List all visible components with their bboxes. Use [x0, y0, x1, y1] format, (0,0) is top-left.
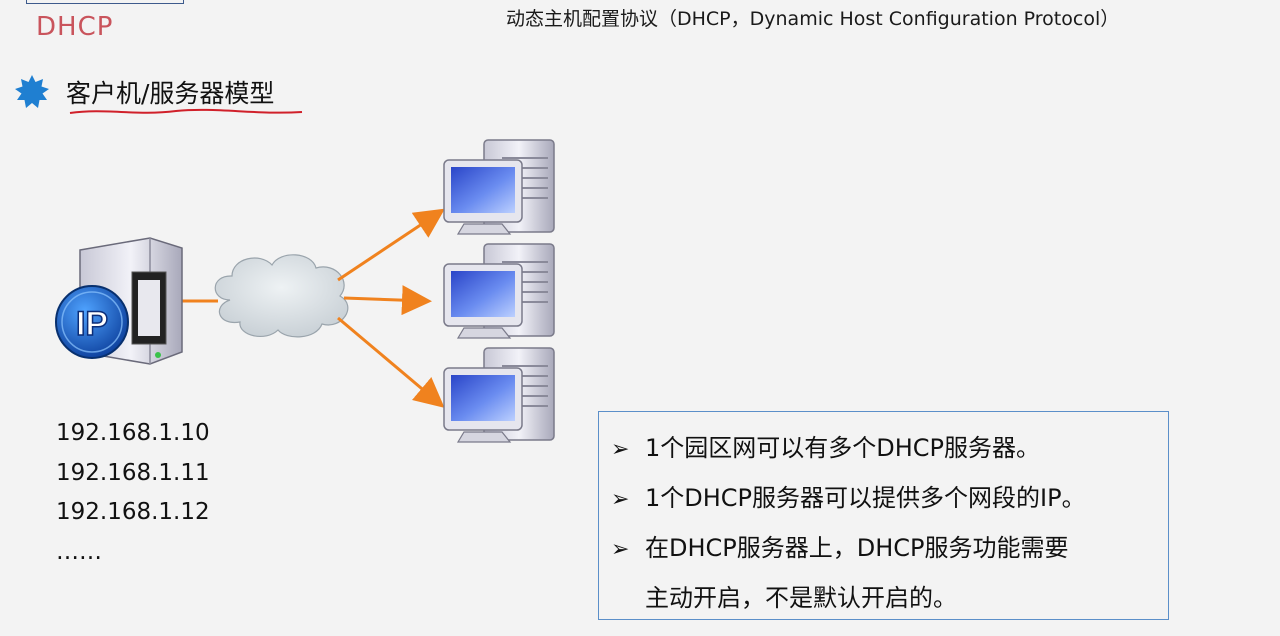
top-frame [26, 0, 184, 4]
ip-address-item: 192.168.1.11 [56, 459, 210, 486]
network-cloud [214, 254, 349, 338]
info-item-text: 1个园区网可以有多个DHCP服务器。 [645, 434, 1041, 462]
ip-address-item: 192.168.1.10 [56, 420, 210, 446]
ip-address-item: 192.168.1.12 [56, 499, 210, 525]
arrow-bullet-icon: ➢ [611, 537, 630, 562]
client-pc-icon-1 [443, 139, 555, 235]
info-item-text: 1个DHCP服务器可以提供多个网段的IP。 [645, 484, 1086, 512]
ip-address-ellipsis: …… [56, 538, 102, 565]
arrow-to-client-3 [337, 316, 445, 408]
dhcp-tag: DHCP [36, 12, 114, 42]
arrow-bullet-icon: ➢ [611, 487, 630, 512]
ip-badge-text: IP [76, 305, 108, 343]
star-bullet-icon [15, 75, 49, 108]
section-heading-text: 客户机/服务器模型 [66, 79, 275, 108]
page-title: 动态主机配置协议（DHCP，Dynamic Host Configuration… [506, 8, 1120, 30]
dhcp-server-icon: IP [55, 237, 183, 365]
arrow-bullet-icon: ➢ [611, 437, 630, 462]
info-box: ➢ 1个园区网可以有多个DHCP服务器。 ➢ 1个DHCP服务器可以提供多个网段的I… [598, 411, 1169, 620]
ip-address-list: 192.168.1.10 192.168.1.11 192.168.1.12 …… [56, 414, 210, 572]
info-item-2: ➢ 1个DHCP服务器可以提供多个网段的IP。 [611, 478, 1086, 513]
info-item-3-continuation: 主动开启，不是默认开启的。 [645, 584, 957, 612]
client-pc-icon-2 [443, 243, 555, 339]
arrow-to-client-1 [337, 208, 445, 282]
info-item-1: ➢ 1个园区网可以有多个DHCP服务器。 [611, 428, 1040, 463]
info-item-3: ➢ 在DHCP服务器上，DHCP服务功能需要 [611, 528, 1069, 563]
arrow-to-client-2 [343, 285, 432, 316]
heading-underline [69, 108, 303, 114]
client-pc-icon-3 [443, 347, 555, 443]
info-item-text: 在DHCP服务器上，DHCP服务功能需要 [645, 534, 1069, 562]
